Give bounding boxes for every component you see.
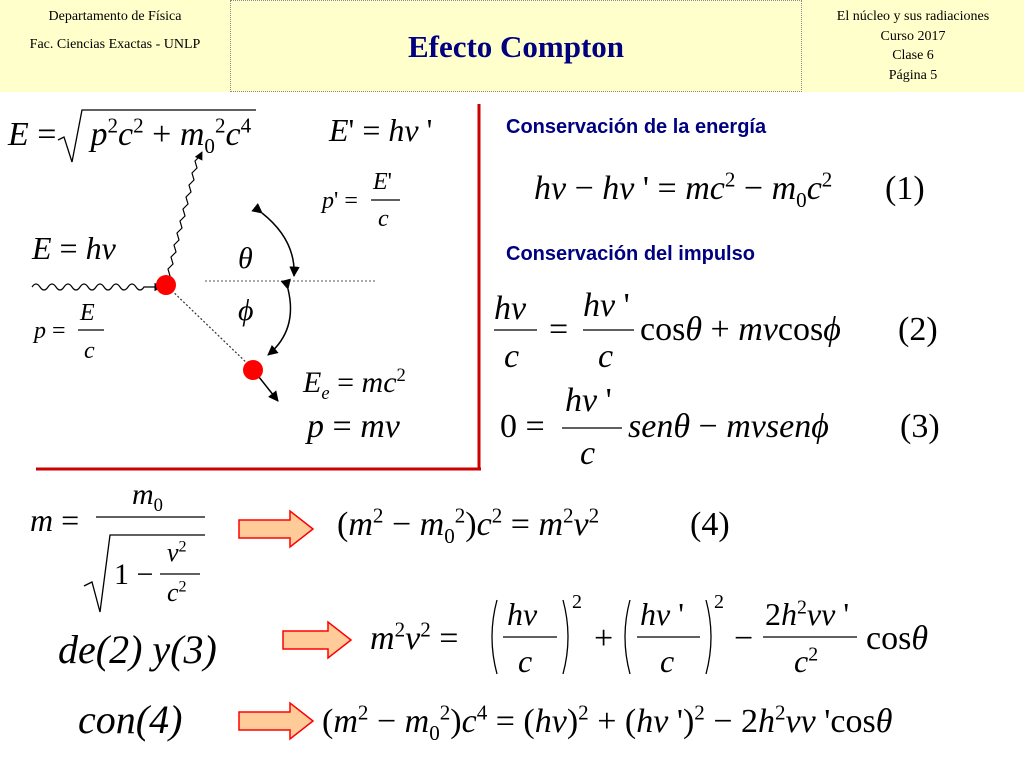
theta-arc <box>251 203 300 278</box>
scattered-photon-momentum-num: E' <box>373 169 392 195</box>
equation-4-number: (4) <box>690 506 730 543</box>
class-number: Clase 6 <box>892 48 934 63</box>
course-subject: El núcleo y sus radiaciones <box>836 9 990 24</box>
eq2-equals: = <box>549 311 569 348</box>
momentum-conservation-heading: Conservación del impulso <box>506 243 755 265</box>
page-title: Efecto Compton <box>407 29 625 64</box>
theta-label: θ <box>238 242 253 275</box>
equation-3-rhs: senθ − mvsenϕ <box>628 408 829 445</box>
math-rules <box>57 109 857 675</box>
relativistic-mass-v2: v2 <box>167 538 187 567</box>
implication-arrow-2 <box>282 620 353 660</box>
combined-sq2: 2 <box>714 591 724 613</box>
incident-photon-momentum-lhs: p = <box>34 318 66 344</box>
relativistic-mass-num: m0 <box>132 478 163 516</box>
eq3-frac-num: hν ' <box>565 382 612 419</box>
with-equation-4: con(4) <box>78 697 183 742</box>
equation-3-number: (3) <box>900 408 940 445</box>
incoming-photon-wave <box>31 282 163 292</box>
incident-photon-momentum-num: E <box>80 300 95 326</box>
equation-1-number: (1) <box>885 170 925 207</box>
scattered-electron <box>243 360 263 380</box>
equation-1: hν − hν ' = mc2 − m0c2 <box>534 167 833 212</box>
combined-frac1-num: hν <box>507 596 538 632</box>
scattered-photon-energy: E' = hν ' <box>329 112 433 148</box>
energy-conservation-heading: Conservación de la energía <box>506 116 767 138</box>
header-right-panel: El núcleo y sus radiaciones Curso 2017 C… <box>802 0 1024 92</box>
electron-at-rest <box>156 275 176 295</box>
phi-label: ϕ <box>238 294 254 327</box>
scattered-photon-momentum-den: c <box>378 206 389 232</box>
equation-2-rhs: cosθ + mvcosϕ <box>640 311 841 348</box>
scattered-photon-momentum-lhs: p' = <box>322 188 358 214</box>
combined-frac1-den: c <box>518 643 533 679</box>
from-equations-2-and-3: de(2) y(3) <box>58 627 217 672</box>
combined-minus: − <box>734 620 754 657</box>
relativistic-mass-lhs: m = <box>30 502 80 538</box>
eq3-lhs: 0 = <box>500 408 545 445</box>
electron-momentum: p = mv <box>307 408 400 445</box>
header-left-panel: Departamento de Física Fac. Ciencias Exa… <box>0 0 230 92</box>
page-number: Página 5 <box>888 68 938 83</box>
combined-sq1: 2 <box>572 591 582 613</box>
final-equation: (m2 − m02)c4 = (hν)2 + (hν ')2 − 2h2νν '… <box>322 700 893 745</box>
equation-2-number: (2) <box>898 311 938 348</box>
diagram-frame <box>36 104 481 471</box>
combined-frac3-den: c2 <box>794 643 819 679</box>
equation-4: (m2 − m02)c2 = m2v2 <box>337 503 600 548</box>
relativistic-mass-c2: c2 <box>167 578 187 607</box>
eq2-frac1-den: c <box>504 338 520 375</box>
combined-plus: + <box>594 620 614 657</box>
incident-photon-momentum-den: c <box>84 338 95 364</box>
eq3-frac-den: c <box>580 435 596 472</box>
header-title-panel: Efecto Compton <box>230 0 802 92</box>
electron-energy: Ee = mc2 <box>303 365 406 404</box>
relativistic-energy-formula: E = p2c2 + m02c4 <box>8 113 252 158</box>
faculty-name: Fac. Ciencias Exactas - UNLP <box>29 37 201 52</box>
combined-cos-theta: cosθ <box>866 620 929 657</box>
incident-photon-energy: E = hν <box>32 230 116 266</box>
eq2-frac2-den: c <box>598 338 614 375</box>
course-year: Curso 2017 <box>880 29 946 44</box>
eq2-frac1-num: hν <box>494 290 527 327</box>
combined-frac2-num: hν ' <box>640 596 684 632</box>
implication-arrow-3 <box>238 701 315 741</box>
department-name: Departamento de Física <box>48 9 182 24</box>
combined-eq-lhs: m2v2 = <box>370 617 459 657</box>
combined-frac2-den: c <box>660 643 675 679</box>
combined-frac3-num: 2h2νν ' <box>765 596 850 632</box>
scattered-photon-wave <box>165 151 203 283</box>
eq2-frac2-num: hν ' <box>583 287 630 324</box>
implication-arrow-1 <box>238 509 315 549</box>
phi-arc <box>267 278 292 356</box>
relativistic-mass-one-minus: 1 − <box>114 558 154 591</box>
